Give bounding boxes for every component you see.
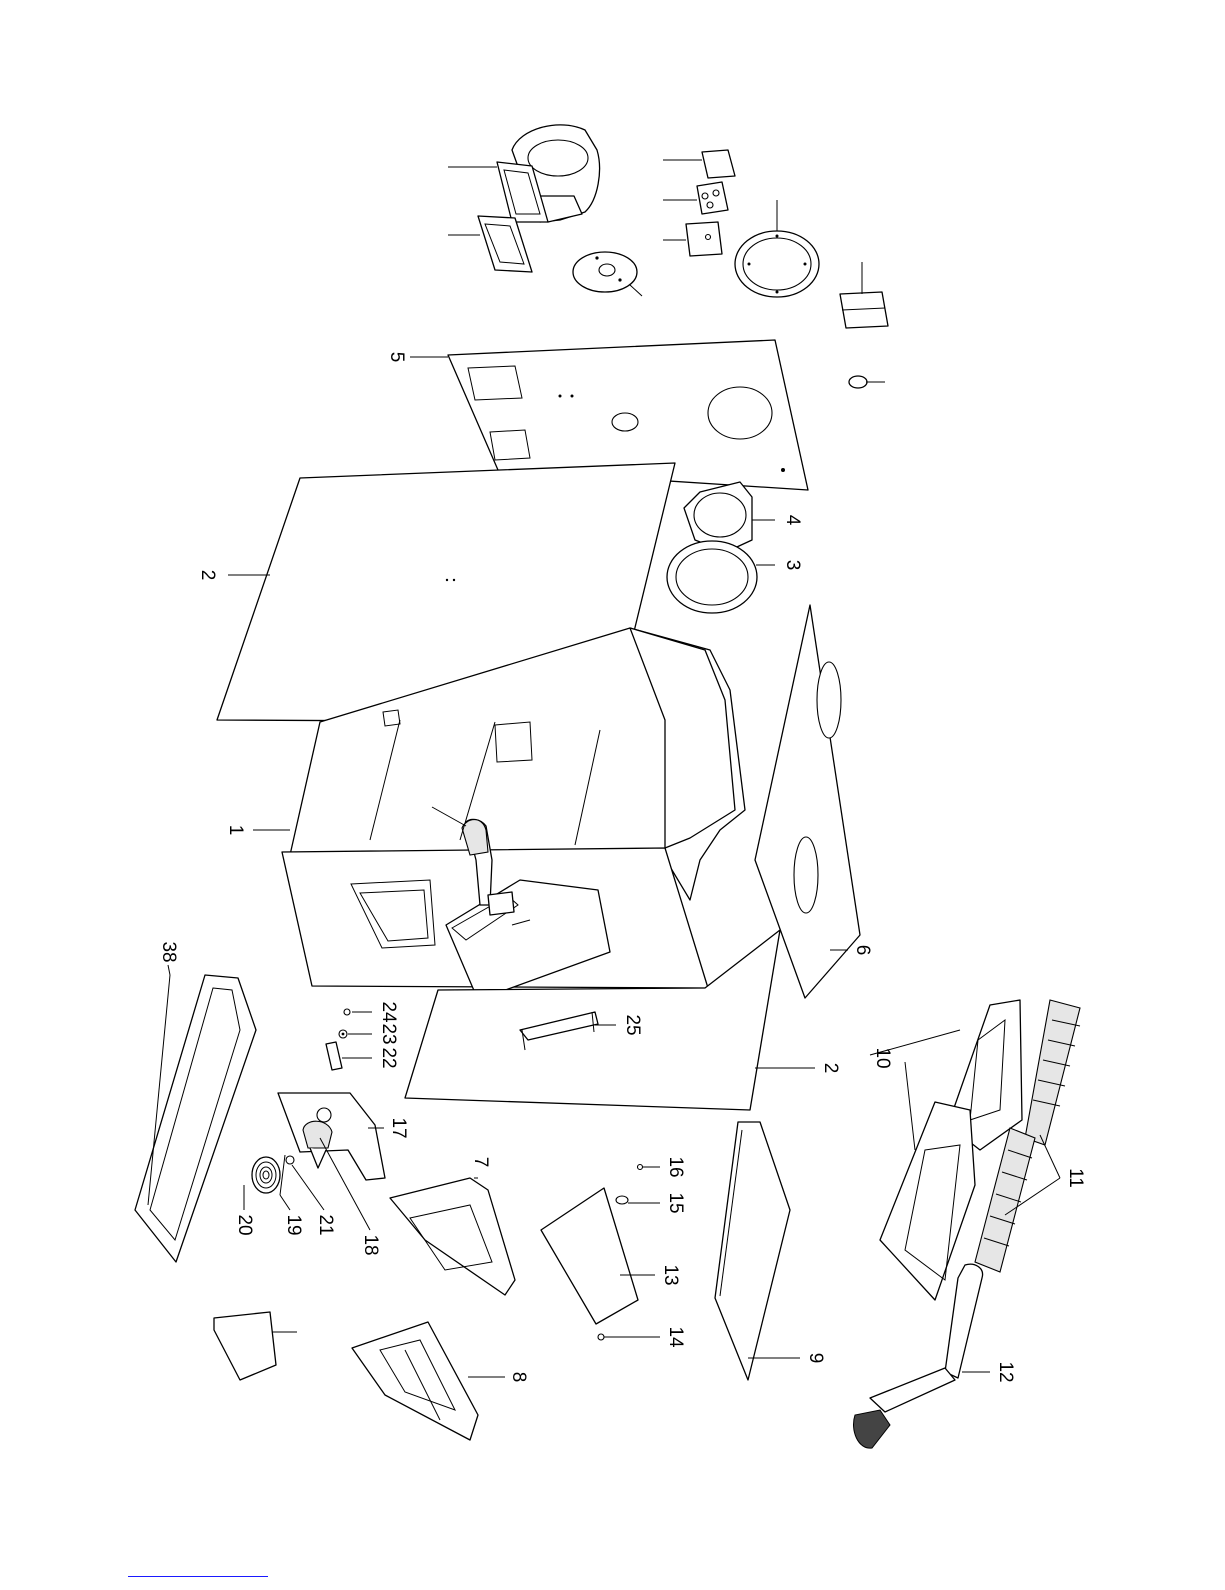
label-5: 5 — [386, 352, 407, 363]
hardware-23 — [339, 1030, 372, 1038]
hardware-22 — [326, 1042, 372, 1070]
label-13: 13 — [660, 1264, 681, 1285]
label-15: 15 — [665, 1192, 686, 1213]
label-14: 14 — [665, 1326, 686, 1348]
label-3: 3 — [782, 560, 803, 571]
label-25: 25 — [622, 1014, 643, 1035]
label-16: 16 — [665, 1156, 686, 1177]
label-20: 20 — [234, 1214, 255, 1235]
label-11: 11 — [1065, 1168, 1086, 1188]
blower-assembly — [448, 125, 600, 222]
label-1: 1 — [225, 825, 246, 836]
label-12: 12 — [995, 1361, 1016, 1382]
blower-flange-plate — [573, 252, 642, 296]
bottom-link-rule — [128, 1576, 268, 1577]
label-9: 9 — [805, 1353, 826, 1364]
shaker-grate-upper — [1025, 1000, 1080, 1145]
hinge-block — [840, 262, 888, 328]
crank-handle — [854, 1264, 990, 1448]
hardware-16 — [638, 1165, 661, 1170]
thermostat-knob — [849, 376, 885, 388]
label-2-bottom: 2 — [820, 1063, 841, 1074]
shaker-grate-lower — [975, 1128, 1035, 1272]
bottom-tray — [715, 1122, 800, 1380]
label-8: 8 — [508, 1372, 529, 1383]
label-23: 23 — [378, 1023, 399, 1044]
flue-gasket — [667, 541, 775, 613]
leader-10b — [905, 1062, 915, 1150]
flue-gasket-ring — [735, 200, 819, 297]
cover-plate — [541, 1188, 655, 1324]
junction-box — [663, 182, 728, 214]
firebrick-block — [214, 1312, 297, 1380]
baffle-plate — [390, 1178, 515, 1295]
label-38: 38 — [158, 941, 179, 962]
control-box-cover — [663, 150, 735, 178]
hardware-24 — [344, 1009, 372, 1015]
label-7: 7 — [470, 1157, 491, 1168]
flue-collar — [684, 482, 775, 552]
label-19: 19 — [283, 1214, 304, 1235]
label-24: 24 — [378, 1001, 399, 1023]
label-10: 10 — [872, 1047, 893, 1068]
firebox-liner — [352, 1322, 505, 1440]
label-18: 18 — [360, 1234, 381, 1255]
blower-gasket — [448, 216, 532, 272]
label-21: 21 — [315, 1214, 336, 1235]
label-6: 6 — [852, 945, 873, 956]
hardware-14 — [598, 1334, 660, 1340]
label-17: 17 — [388, 1117, 409, 1138]
label-4: 4 — [782, 515, 803, 526]
spring-handle — [244, 1155, 324, 1210]
hardware-15 — [616, 1196, 660, 1204]
grate-frame-lower — [880, 1102, 975, 1300]
junction-bracket — [663, 222, 722, 256]
label-22: 22 — [378, 1047, 399, 1068]
label-2-top: 2 — [197, 570, 218, 581]
leader-11a — [1040, 1135, 1060, 1178]
